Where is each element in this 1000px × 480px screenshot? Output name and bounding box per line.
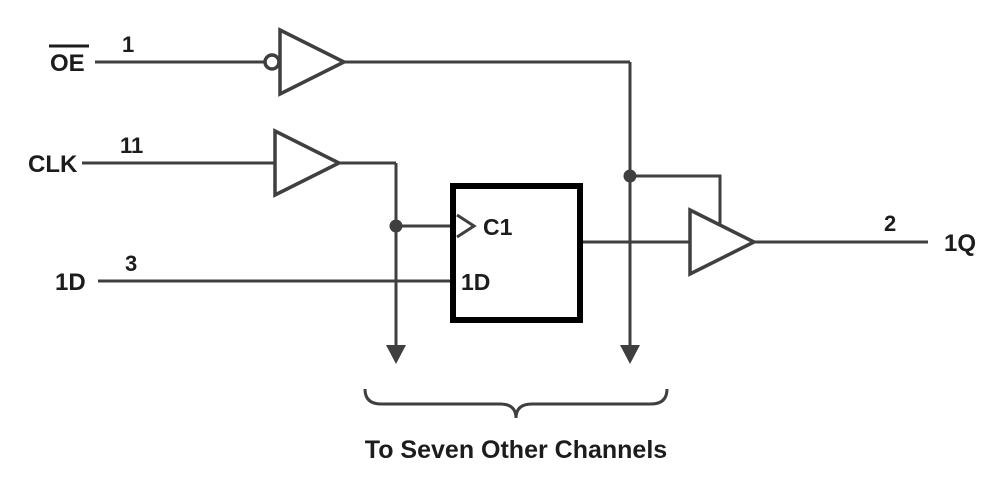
clk-down-arrow-icon	[386, 345, 406, 364]
oe-label: OE	[50, 50, 85, 77]
oe-inverter-triangle	[278, 27, 348, 97]
flip-flop-box	[450, 183, 583, 323]
clk-junction-dot	[389, 219, 403, 233]
clk-pin-number: 11	[120, 133, 143, 158]
clk-buffer-triangle	[273, 128, 343, 198]
oe-down-arrow-icon	[620, 345, 640, 364]
oe-inverter-bubble	[263, 53, 281, 71]
oe-enable-branch-wire	[630, 174, 722, 226]
ff-data-label: 1D	[461, 269, 490, 295]
d-pin-number: 3	[125, 251, 137, 276]
underbrace	[363, 388, 669, 419]
caption: To Seven Other Channels	[365, 436, 667, 464]
q-label: 1Q	[944, 230, 976, 257]
oe-pin-number: 1	[122, 32, 134, 57]
output-buffer-triangle	[688, 207, 758, 277]
clock-input-wedge-icon	[456, 213, 477, 239]
d-label: 1D	[55, 269, 86, 296]
ff-clock-label: C1	[483, 214, 513, 240]
q-pin-number: 2	[884, 211, 896, 236]
clk-label: CLK	[28, 151, 78, 178]
oe-junction-dot	[623, 169, 637, 183]
